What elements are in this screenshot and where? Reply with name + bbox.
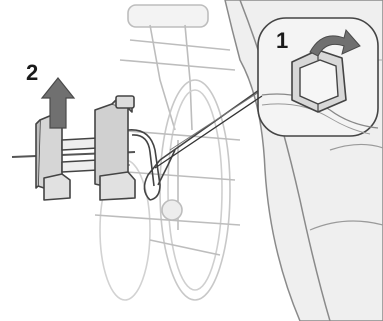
wheel-holder-right bbox=[95, 96, 160, 200]
callout-1-label: 1 bbox=[276, 28, 288, 53]
callout-2-label: 2 bbox=[26, 60, 38, 85]
wheel-holder-left bbox=[36, 115, 98, 200]
leader-line bbox=[155, 96, 262, 168]
strap bbox=[144, 88, 262, 200]
